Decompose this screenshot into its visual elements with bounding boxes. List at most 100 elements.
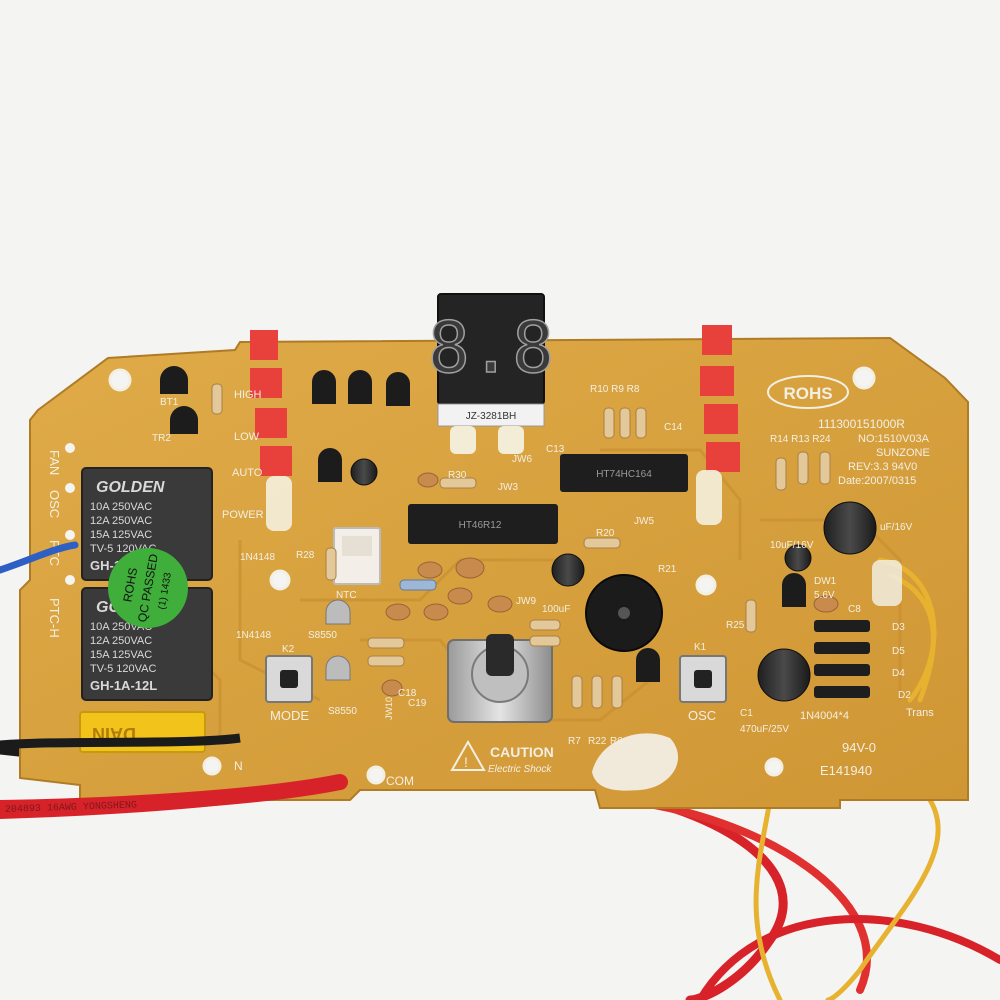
wire-print: 204893 16AWG YONGSHENG bbox=[5, 800, 137, 816]
board-no: NO:1510V03A bbox=[858, 433, 930, 445]
relay-2-model: GH-1A-12L bbox=[90, 678, 157, 693]
silkscreen: ROHS 111300151000R NO:1510V03A SUNZONE R… bbox=[152, 375, 934, 788]
label-r28: R28 bbox=[296, 550, 315, 561]
ntc-connector bbox=[333, 527, 381, 585]
label-k1: K1 bbox=[694, 642, 707, 653]
led-labels: HIGH LOW AUTO POWER bbox=[222, 389, 264, 521]
board-rev: REV:3.3 94V0 bbox=[848, 461, 917, 473]
label-ptc-h: PTC-H bbox=[47, 598, 62, 638]
label-dw1: DW1 bbox=[814, 576, 837, 587]
wire-blue bbox=[0, 541, 79, 574]
label-jw10: JW10 bbox=[384, 697, 394, 720]
board-part-no: 111300151000R bbox=[818, 417, 905, 431]
transistors-grey bbox=[325, 599, 351, 681]
buzzer bbox=[585, 574, 663, 652]
rohs-logo: ROHS bbox=[783, 384, 832, 403]
label-com: COM bbox=[386, 774, 414, 788]
ul-rating: 94V-0 bbox=[842, 740, 876, 755]
seven-segment-display: 8.8 JZ-3281BH bbox=[427, 293, 555, 454]
label-jw6: JW6 bbox=[512, 454, 532, 465]
tact-switch-mode bbox=[265, 655, 313, 703]
qc-sticker-rohs: ROHS bbox=[120, 567, 140, 604]
label-q5: S8550 bbox=[308, 630, 337, 641]
label-diodes: 1N4004*4 bbox=[800, 710, 849, 722]
label-high: HIGH bbox=[234, 389, 262, 401]
led-bars-right bbox=[696, 325, 740, 525]
led-bars-left bbox=[250, 330, 292, 531]
label-r14: R14 R13 R24 bbox=[770, 434, 831, 445]
glue-right bbox=[872, 560, 902, 606]
relay-1: GOLDEN 10A 250VAC 12A 250VAC 15A 125VAC … bbox=[81, 467, 213, 581]
label-r20: R20 bbox=[596, 528, 615, 539]
label-c16-val: uF/16V bbox=[880, 522, 913, 533]
relay-1-brand: GOLDEN bbox=[96, 479, 165, 496]
label-trans: Trans bbox=[906, 707, 934, 719]
label-bt1: BT1 bbox=[160, 397, 179, 408]
label-c8: C8 bbox=[848, 604, 861, 615]
wire-red-main: 204893 16AWG YONGSHENG bbox=[0, 774, 348, 816]
label-tr2: TR2 bbox=[152, 433, 171, 444]
label-r8: R10 R9 R8 bbox=[590, 384, 640, 395]
caution-sub: Electric Shock bbox=[488, 764, 552, 775]
label-d4: D4 bbox=[892, 668, 905, 679]
label-jw3: JW3 bbox=[498, 482, 518, 493]
wire-black bbox=[0, 733, 241, 750]
label-jw9: JW9 bbox=[516, 596, 536, 607]
label-dw1-val: 5.6V bbox=[814, 590, 835, 601]
label-k2: K2 bbox=[282, 644, 295, 655]
qc-sticker: ROHS QC PASSED (1) 1433 bbox=[108, 548, 188, 628]
label-r22: R22 bbox=[588, 736, 607, 747]
label-c1-val: 470uF/25V bbox=[740, 724, 789, 735]
board-maker: SUNZONE bbox=[876, 447, 930, 459]
diodes bbox=[814, 620, 870, 698]
label-c18: C18 bbox=[398, 688, 417, 699]
label-c3-val: 100uF bbox=[542, 604, 570, 615]
display-part: JZ-3281BH bbox=[466, 411, 517, 422]
label-low: LOW bbox=[234, 431, 260, 443]
ic-main-label: HT46R12 bbox=[459, 520, 502, 531]
ic-shift-register: HT74HC164 bbox=[560, 454, 688, 492]
label-c1: C1 bbox=[740, 708, 753, 719]
relay-2-line-3: 15A 125VAC bbox=[90, 649, 152, 661]
label-c9-val: 10uF/16V bbox=[770, 540, 814, 551]
ceramic-caps bbox=[381, 472, 839, 697]
ic-shift-label: HT74HC164 bbox=[596, 469, 652, 480]
label-osc-button: OSC bbox=[688, 708, 716, 723]
label-c13: C13 bbox=[546, 444, 565, 455]
label-d3: D3 bbox=[892, 622, 905, 633]
relay-1-line-2: 12A 250VAC bbox=[90, 515, 152, 527]
label-c14: C14 bbox=[664, 422, 683, 433]
caution-mark: ! bbox=[464, 754, 468, 770]
label-d5: D5 bbox=[892, 646, 905, 657]
side-labels: FAN OSC PTC PTC-H bbox=[47, 450, 62, 638]
label-osc: OSC bbox=[47, 490, 62, 518]
mounting-holes bbox=[65, 366, 876, 785]
transistors bbox=[160, 366, 806, 682]
label-c19: C19 bbox=[408, 698, 427, 709]
label-jw5: JW5 bbox=[634, 516, 654, 527]
label-n: N bbox=[234, 759, 243, 773]
label-power: POWER bbox=[222, 509, 264, 521]
resistors bbox=[211, 383, 831, 709]
board-date: Date:2007/0315 bbox=[838, 475, 916, 487]
electrolytic-caps bbox=[350, 458, 877, 702]
relay-2-line-4: TV-5 120VAC bbox=[90, 663, 156, 675]
ic-main: HT46R12 bbox=[408, 504, 558, 544]
label-r25: R25 bbox=[726, 620, 745, 631]
label-ntc: NTC bbox=[336, 590, 357, 601]
label-auto: AUTO bbox=[232, 467, 263, 479]
label-d6: 1N4148 bbox=[236, 630, 271, 641]
label-fan: FAN bbox=[47, 450, 62, 475]
label-q4: S8550 bbox=[328, 706, 357, 717]
relay-1-line-3: 15A 125VAC bbox=[90, 529, 152, 541]
ul-file: E141940 bbox=[820, 763, 872, 778]
relay-2-line-2: 12A 250VAC bbox=[90, 635, 152, 647]
label-r7: R7 bbox=[568, 736, 581, 747]
label-mode: MODE bbox=[270, 708, 309, 723]
rotary-knob bbox=[447, 634, 553, 723]
label-r21: R21 bbox=[658, 564, 677, 575]
caution-title: CAUTION bbox=[490, 744, 554, 760]
label-r30: R30 bbox=[448, 470, 467, 481]
glue-bottom bbox=[592, 733, 679, 791]
